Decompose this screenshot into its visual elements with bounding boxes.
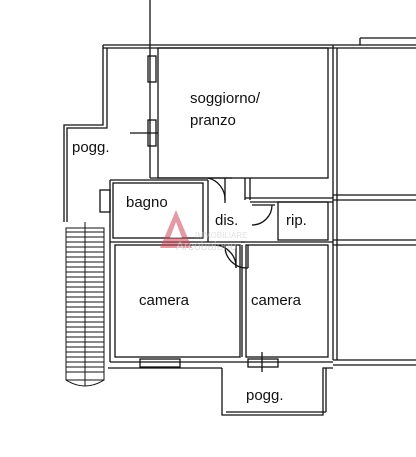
soggiorno-room (157, 47, 329, 179)
door-arc (214, 244, 237, 269)
rip-room (277, 201, 329, 241)
window (99, 189, 111, 213)
balcony-outline (66, 48, 108, 222)
balcony-outline (63, 45, 104, 222)
room-label-soggiorno: soggiorno/ (190, 90, 261, 107)
window (147, 55, 157, 83)
room-label-dis: dis. (215, 212, 238, 229)
room-label-pogg-bottom: pogg. (246, 387, 284, 404)
room-label-camera-right: camera (251, 292, 302, 309)
room-label-pogg-left: pogg. (72, 139, 110, 156)
watermark: IMMOBILIARE Arcobaleno (160, 210, 247, 253)
door-arc (207, 177, 226, 201)
room-label-pranzo: pranzo (190, 112, 236, 129)
door-arc (251, 204, 273, 226)
window (139, 358, 181, 368)
room-label-camera-left: camera (139, 292, 190, 309)
window (247, 358, 279, 368)
staircase (65, 222, 105, 387)
watermark-brand-text: Arcobaleno (176, 239, 237, 253)
bagno-room (112, 182, 204, 239)
room-label-rip: rip. (286, 212, 307, 229)
watermark-small-text: IMMOBILIARE (195, 231, 247, 240)
camera-right-room (245, 244, 329, 358)
room-label-bagno: bagno (126, 194, 168, 211)
